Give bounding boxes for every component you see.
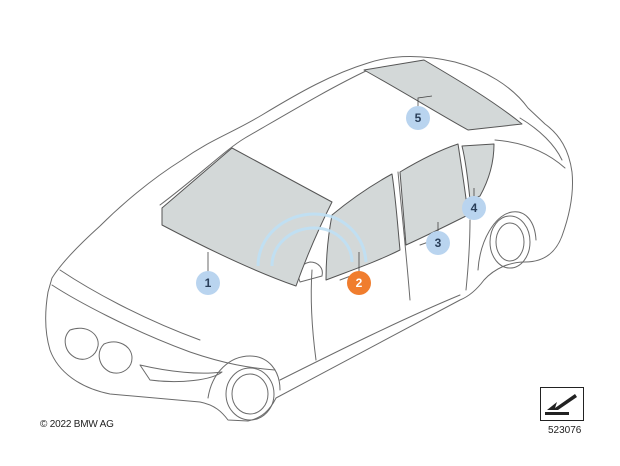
- front-door-line: [310, 269, 317, 361]
- watermark: [256, 212, 368, 267]
- orientation-icon: [540, 387, 584, 421]
- copyright-text: © 2022 BMW AG: [40, 419, 114, 430]
- windshield-glass: [161, 147, 333, 287]
- headlight: [139, 364, 223, 383]
- callout-front-door-window[interactable]: 2: [347, 271, 371, 295]
- rear-wheel: [489, 215, 531, 269]
- callout-label: 1: [204, 276, 212, 290]
- rear-door-line: [465, 219, 471, 291]
- callout-label: 4: [470, 201, 478, 215]
- callout-label: 2: [355, 276, 363, 290]
- roof-line: [159, 67, 381, 206]
- body-outline: [45, 56, 573, 422]
- callout-windshield[interactable]: 1: [196, 271, 220, 295]
- front-door-glass: [325, 173, 401, 281]
- callout-rear-window[interactable]: 5: [406, 106, 430, 130]
- front-wheel: [225, 367, 275, 421]
- rear-door-glass: [399, 143, 469, 246]
- callout-label: 3: [434, 236, 442, 250]
- quarter-glass: [461, 143, 495, 201]
- grille-left: [64, 327, 99, 360]
- rear-window-glass: [363, 59, 523, 131]
- b-pillar: [397, 171, 411, 301]
- diagram-number: 523076: [548, 425, 582, 436]
- front-wheel-arch: [207, 355, 281, 399]
- arrow-down-left-icon: [545, 394, 577, 415]
- callout-label: 5: [414, 111, 422, 125]
- rear-wheel-arch: [477, 211, 537, 271]
- callout-rear-quarter-window[interactable]: 4: [462, 196, 486, 220]
- callout-rear-door-window[interactable]: 3: [426, 231, 450, 255]
- grille-right: [98, 341, 133, 374]
